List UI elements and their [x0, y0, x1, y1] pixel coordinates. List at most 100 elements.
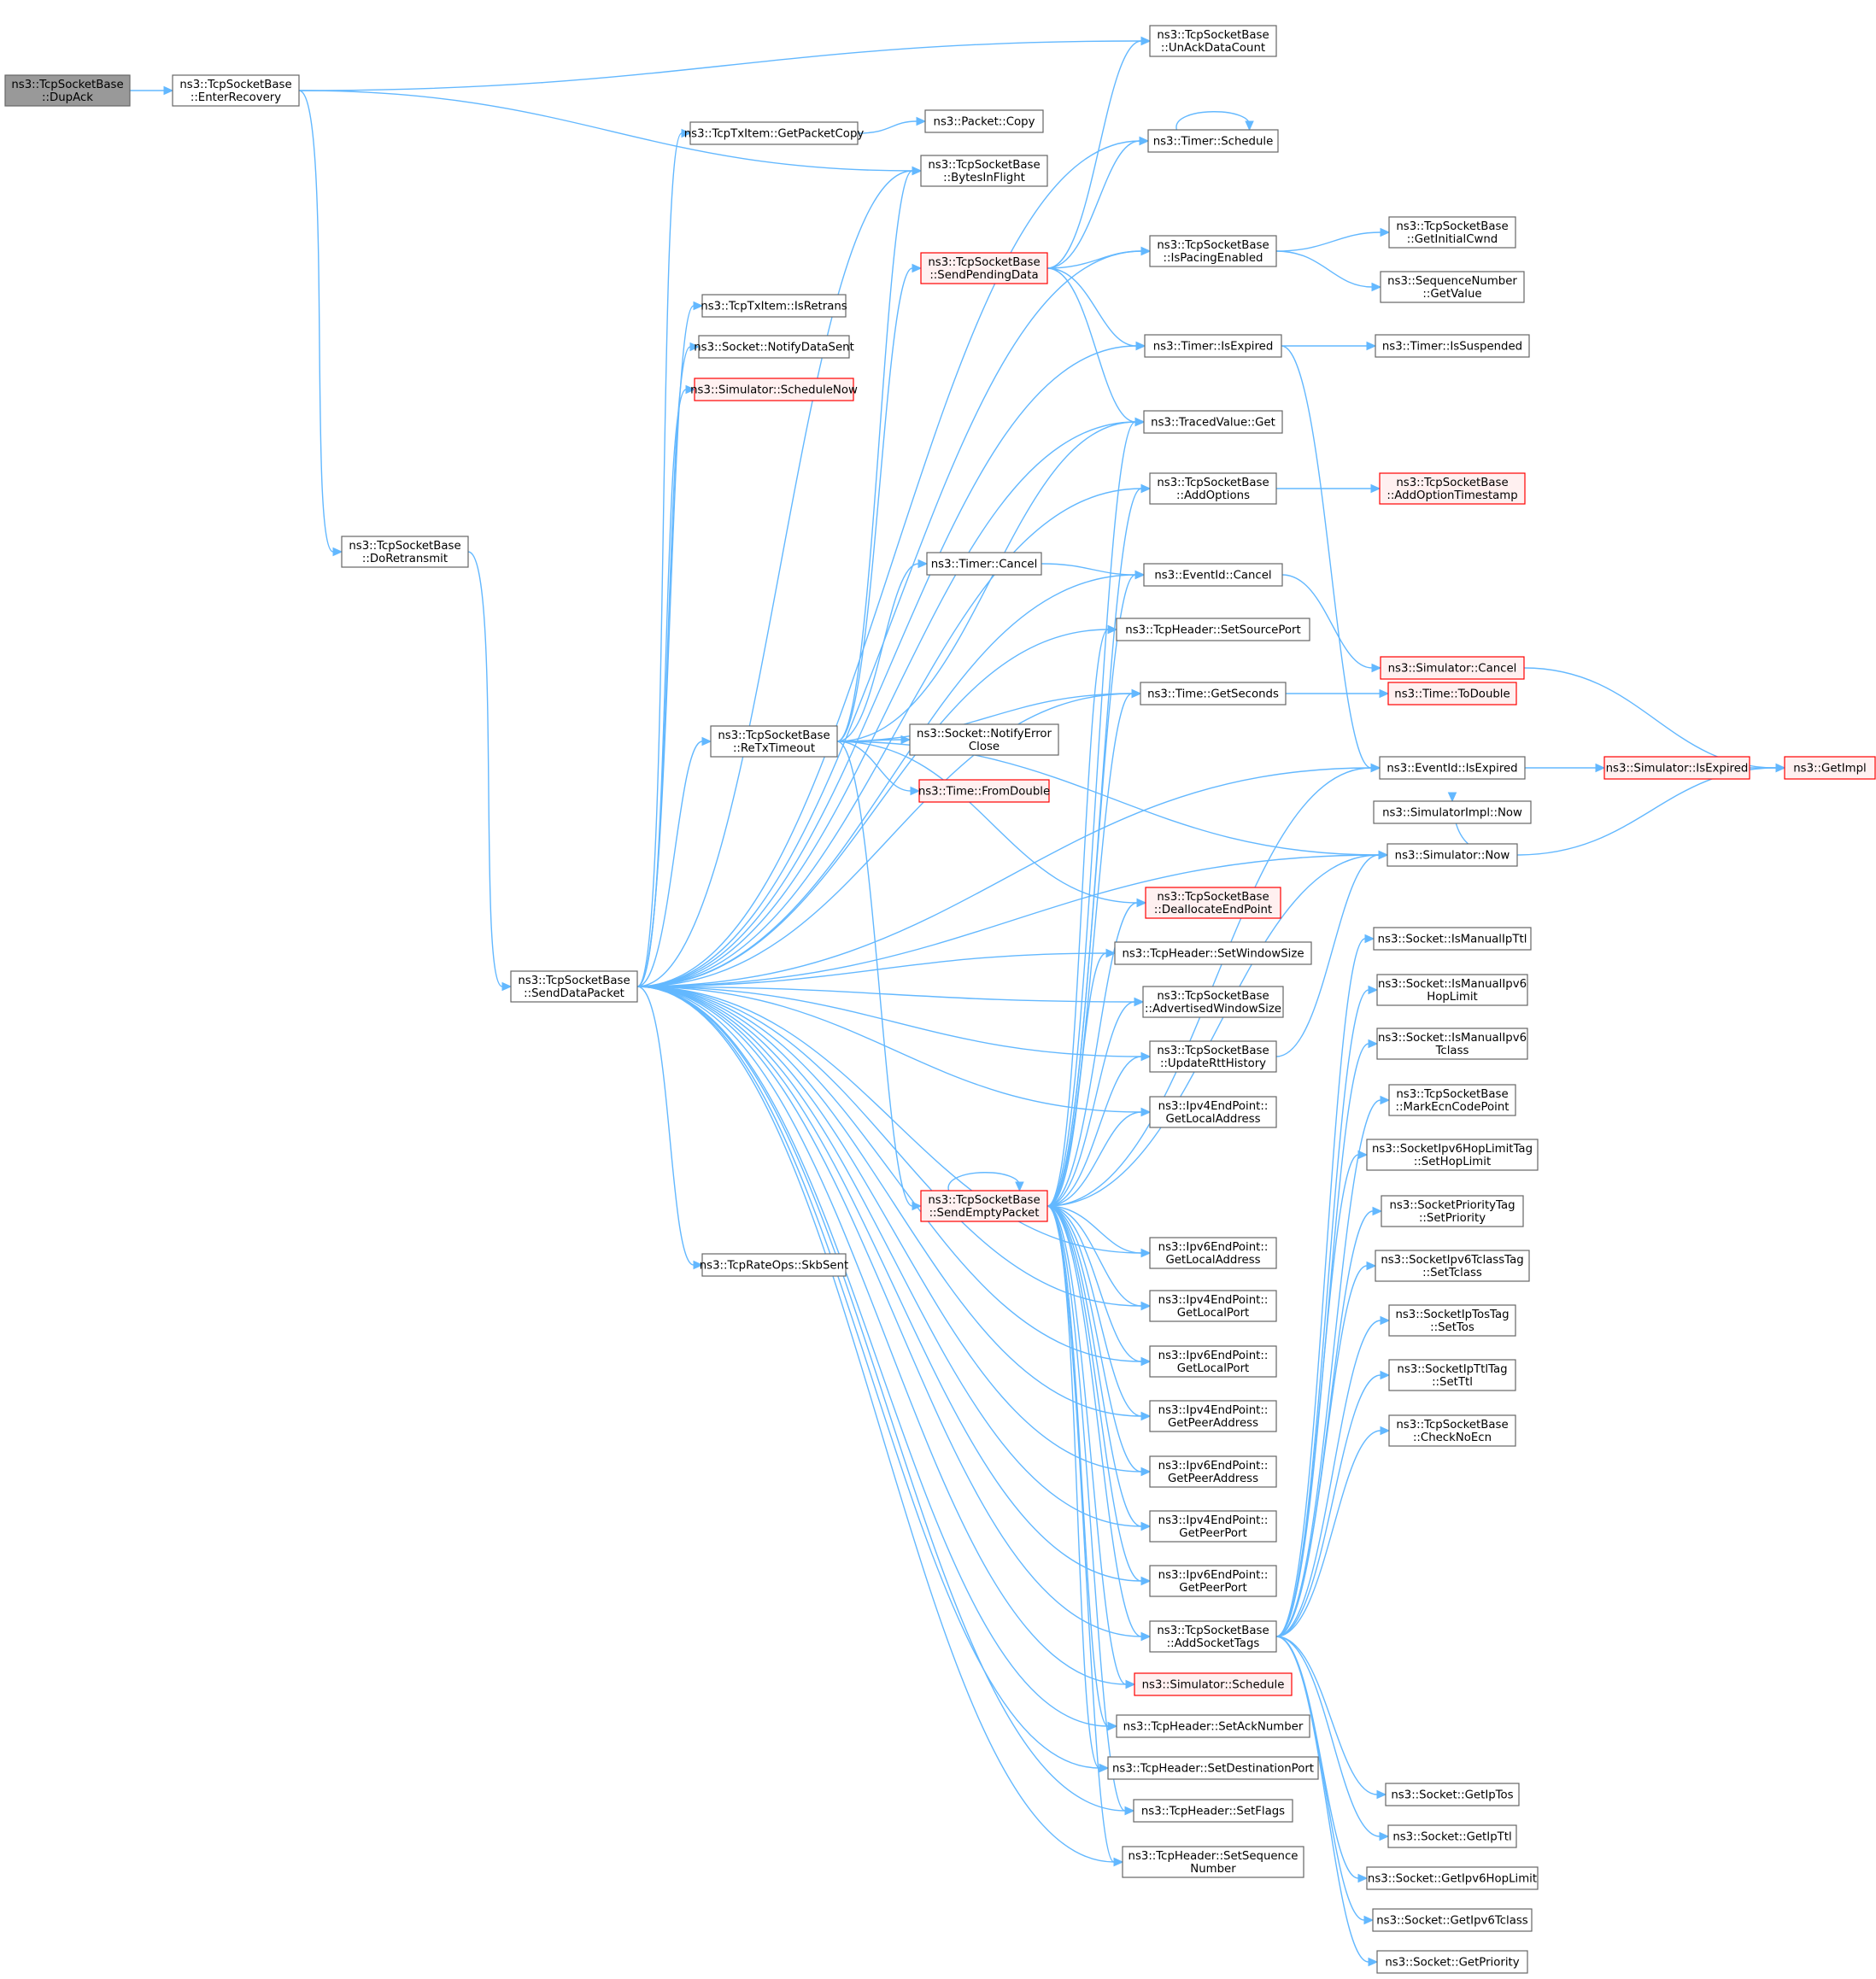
node-retxtimeout[interactable]: ns3::TcpSocketBase::ReTxTimeout	[710, 725, 838, 758]
node-markecn[interactable]: ns3::TcpSocketBase::MarkEcnCodePoint	[1388, 1084, 1516, 1116]
edge-line	[1046, 1205, 1109, 1727]
edge-arrowhead	[685, 384, 696, 395]
node-ipv4localport[interactable]: ns3::Ipv4EndPoint::GetLocalPort	[1149, 1290, 1277, 1322]
node-todouble[interactable]: ns3::Time::ToDouble	[1387, 682, 1517, 706]
edge-arrowhead	[1380, 1095, 1391, 1105]
node-eventcancel[interactable]: ns3::EventId::Cancel	[1143, 563, 1283, 587]
node-settos[interactable]: ns3::SocketIpTosTag::SetTos	[1388, 1304, 1516, 1337]
node-checknoecn[interactable]: ns3::TcpSocketBase::CheckNoEcn	[1388, 1414, 1516, 1447]
node-simcancel[interactable]: ns3::Simulator::Cancel	[1380, 656, 1525, 680]
node-packetcopy[interactable]: ns3::Packet::Copy	[924, 109, 1044, 133]
node-bytesinflight[interactable]: ns3::TcpSocketBase::BytesInFlight	[920, 155, 1048, 187]
node-ipv6peerport[interactable]: ns3::Ipv6EndPoint::GetPeerPort	[1149, 1565, 1277, 1597]
node-label: ns3::TcpHeader::SetWindowSize	[1122, 948, 1304, 961]
node-getpacketcopy[interactable]: ns3::TcpTxItem::GetPacketCopy	[684, 121, 865, 145]
node-getpriority[interactable]: ns3::Socket::GetPriority	[1376, 1950, 1528, 1974]
node-enterrecovery[interactable]: ns3::TcpSocketBase::EnterRecovery	[172, 74, 300, 107]
node-sendpendingdata[interactable]: ns3::TcpSocketBase::SendPendingData	[920, 252, 1048, 284]
node-tracedget[interactable]: ns3::TracedValue::Get	[1143, 410, 1283, 434]
node-setsourceport[interactable]: ns3::TcpHeader::SetSourcePort	[1116, 618, 1310, 641]
edge-line	[1046, 40, 1142, 269]
node-getiptos[interactable]: ns3::Socket::GetIpTos	[1385, 1783, 1520, 1806]
edge-arrowhead	[1364, 934, 1375, 944]
node-dupack[interactable]: ns3::TcpSocketBase::DupAck	[4, 74, 131, 107]
node-setdestport[interactable]: ns3::TcpHeader::SetDestinationPort	[1107, 1756, 1319, 1780]
edge-line	[1041, 563, 1136, 576]
node-ismanualipttl[interactable]: ns3::Socket::IsManualIpTtl	[1373, 927, 1532, 951]
node-addoptionts[interactable]: ns3::TcpSocketBase::AddOptionTimestamp	[1379, 472, 1526, 505]
node-issuspended[interactable]: ns3::Timer::IsSuspended	[1375, 334, 1530, 358]
node-ipv4localaddr[interactable]: ns3::Ipv4EndPoint::GetLocalAddress	[1149, 1096, 1277, 1128]
edge-arrowhead	[1379, 1831, 1390, 1841]
node-setacknumber[interactable]: ns3::TcpHeader::SetAckNumber	[1116, 1714, 1310, 1738]
edge-timerisexpired-to-eventisexpired	[1281, 345, 1381, 773]
edge-arrowhead	[693, 1260, 704, 1270]
node-getipttl[interactable]: ns3::Socket::GetIpTtl	[1387, 1824, 1517, 1848]
node-box	[1603, 756, 1750, 780]
node-timerisexpired[interactable]: ns3::Timer::IsExpired	[1144, 334, 1282, 358]
edges-layer	[130, 36, 1786, 1967]
node-timerschedule[interactable]: ns3::Timer::Schedule	[1147, 129, 1279, 153]
node-getipv6hop[interactable]: ns3::Socket::GetIpv6HopLimit	[1366, 1866, 1539, 1890]
edge-addsockettags-to-settos	[1275, 1315, 1391, 1637]
node-seqgetvalue[interactable]: ns3::SequenceNumber::GetValue	[1380, 271, 1525, 303]
edge-sendemptypacket-to-addsockettags	[1046, 1205, 1152, 1642]
node-skbsent[interactable]: ns3::TcpRateOps::SkbSent	[700, 1253, 849, 1277]
node-setflags[interactable]: ns3::TcpHeader::SetFlags	[1133, 1799, 1293, 1823]
node-label: ns3::Socket::IsManualIpTtl	[1378, 934, 1527, 946]
edge-line	[636, 986, 1142, 1307]
node-ipv6peeraddr[interactable]: ns3::Ipv6EndPoint::GetPeerAddress	[1149, 1455, 1277, 1488]
node-schedulenow[interactable]: ns3::Simulator::ScheduleNow	[690, 378, 858, 401]
node-deallocate[interactable]: ns3::TcpSocketBase::DeallocateEndPoint	[1145, 887, 1281, 919]
node-timercancel[interactable]: ns3::Timer::Cancel	[926, 552, 1042, 576]
node-simimplnow[interactable]: ns3::SimulatorImpl::Now	[1373, 800, 1532, 824]
node-ipv4peerport[interactable]: ns3::Ipv4EndPoint::GetPeerPort	[1149, 1510, 1277, 1543]
node-setwindowsize[interactable]: ns3::TcpHeader::SetWindowSize	[1114, 941, 1312, 965]
node-settclass[interactable]: ns3::SocketIpv6TclassTag::SetTclass	[1375, 1250, 1530, 1282]
edge-arrowhead	[1107, 624, 1118, 635]
node-getseconds[interactable]: ns3::Time::GetSeconds	[1140, 682, 1287, 706]
node-updatertt[interactable]: ns3::TcpSocketBase::UpdateRttHistory	[1149, 1040, 1277, 1073]
node-sethoplimit[interactable]: ns3::SocketIpv6HopLimitTag::SetHopLimit	[1366, 1139, 1539, 1171]
edge-line	[636, 132, 683, 987]
node-getimpl[interactable]: ns3::GetImpl	[1784, 756, 1876, 780]
node-box	[1385, 1783, 1520, 1806]
node-label: GetLocalPort	[1177, 1362, 1250, 1375]
node-ipv6localport[interactable]: ns3::Ipv6EndPoint::GetLocalPort	[1149, 1345, 1277, 1378]
node-label: ns3::Socket::NotifyError	[917, 728, 1052, 741]
edge-line	[836, 267, 913, 742]
node-fromdouble[interactable]: ns3::Time::FromDouble	[918, 779, 1050, 803]
node-isretrans[interactable]: ns3::TcpTxItem::IsRetrans	[701, 294, 847, 318]
node-setpriority[interactable]: ns3::SocketPriorityTag::SetPriority	[1381, 1195, 1524, 1227]
node-doretransmit[interactable]: ns3::TcpSocketBase::DoRetransmit	[341, 536, 469, 568]
edge-doretransmit-to-senddatapacket	[467, 551, 513, 992]
edge-getseconds-to-todouble	[1286, 688, 1390, 699]
node-ipv4peeraddr[interactable]: ns3::Ipv4EndPoint::GetPeerAddress	[1149, 1400, 1277, 1432]
edge-line	[636, 693, 1133, 987]
node-simschedule[interactable]: ns3::Simulator::Schedule	[1134, 1672, 1293, 1696]
node-getipv6tc[interactable]: ns3::Socket::GetIpv6Tclass	[1372, 1908, 1533, 1932]
edge-line	[1046, 1205, 1127, 1685]
node-addsockettags[interactable]: ns3::TcpSocketBase::AddSocketTags	[1149, 1620, 1277, 1653]
node-sendemptypacket[interactable]: ns3::TcpSocketBase::SendEmptyPacket	[920, 1190, 1048, 1222]
node-unackdatacount[interactable]: ns3::TcpSocketBase::UnAckDataCount	[1149, 25, 1277, 57]
node-addoptions[interactable]: ns3::TcpSocketBase::AddOptions	[1149, 472, 1277, 505]
node-simisexpired[interactable]: ns3::Simulator::IsExpired	[1603, 756, 1750, 780]
node-getinitialcwnd[interactable]: ns3::TcpSocketBase::GetInitialCwnd	[1388, 216, 1516, 249]
node-ispacingenabled[interactable]: ns3::TcpSocketBase::IsPacingEnabled	[1149, 235, 1277, 267]
node-notifydatasent[interactable]: ns3::Socket::NotifyDataSent	[694, 335, 854, 359]
node-simnow[interactable]: ns3::Simulator::Now	[1386, 843, 1518, 867]
node-setttl[interactable]: ns3::SocketIpTtlTag::SetTtl	[1388, 1359, 1516, 1391]
node-box	[701, 294, 847, 318]
node-advwindow[interactable]: ns3::TcpSocketBase::AdvertisedWindowSize	[1142, 986, 1284, 1018]
node-senddatapacket[interactable]: ns3::TcpSocketBase::SendDataPacket	[510, 970, 638, 1003]
node-ipv6localaddr[interactable]: ns3::Ipv6EndPoint::GetLocalAddress	[1149, 1237, 1277, 1269]
node-eventisexpired[interactable]: ns3::EventId::IsExpired	[1379, 756, 1526, 780]
edge-line	[1046, 140, 1140, 269]
node-label: ::DoRetransmit	[362, 553, 448, 565]
node-box	[1388, 216, 1516, 249]
